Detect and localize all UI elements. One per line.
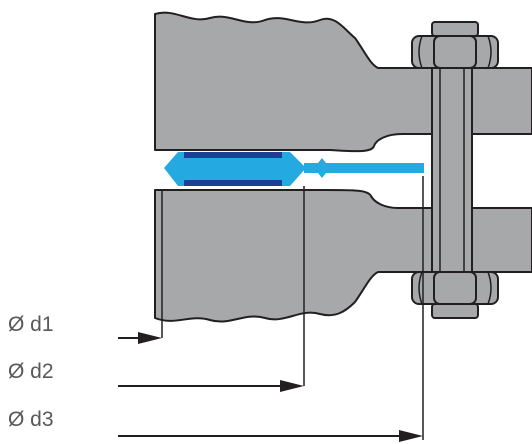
d1-arrowhead (138, 332, 162, 344)
lower-nut (411, 271, 499, 319)
d3-arrowhead (399, 430, 423, 442)
d2-label: Ø d2 (8, 360, 54, 383)
gasket (164, 152, 424, 186)
d1-label: Ø d1 (8, 313, 54, 336)
upper-nut (411, 21, 499, 69)
d2-arrowhead (280, 380, 304, 392)
d3-label: Ø d3 (8, 408, 54, 431)
bolt-shank (431, 61, 473, 283)
